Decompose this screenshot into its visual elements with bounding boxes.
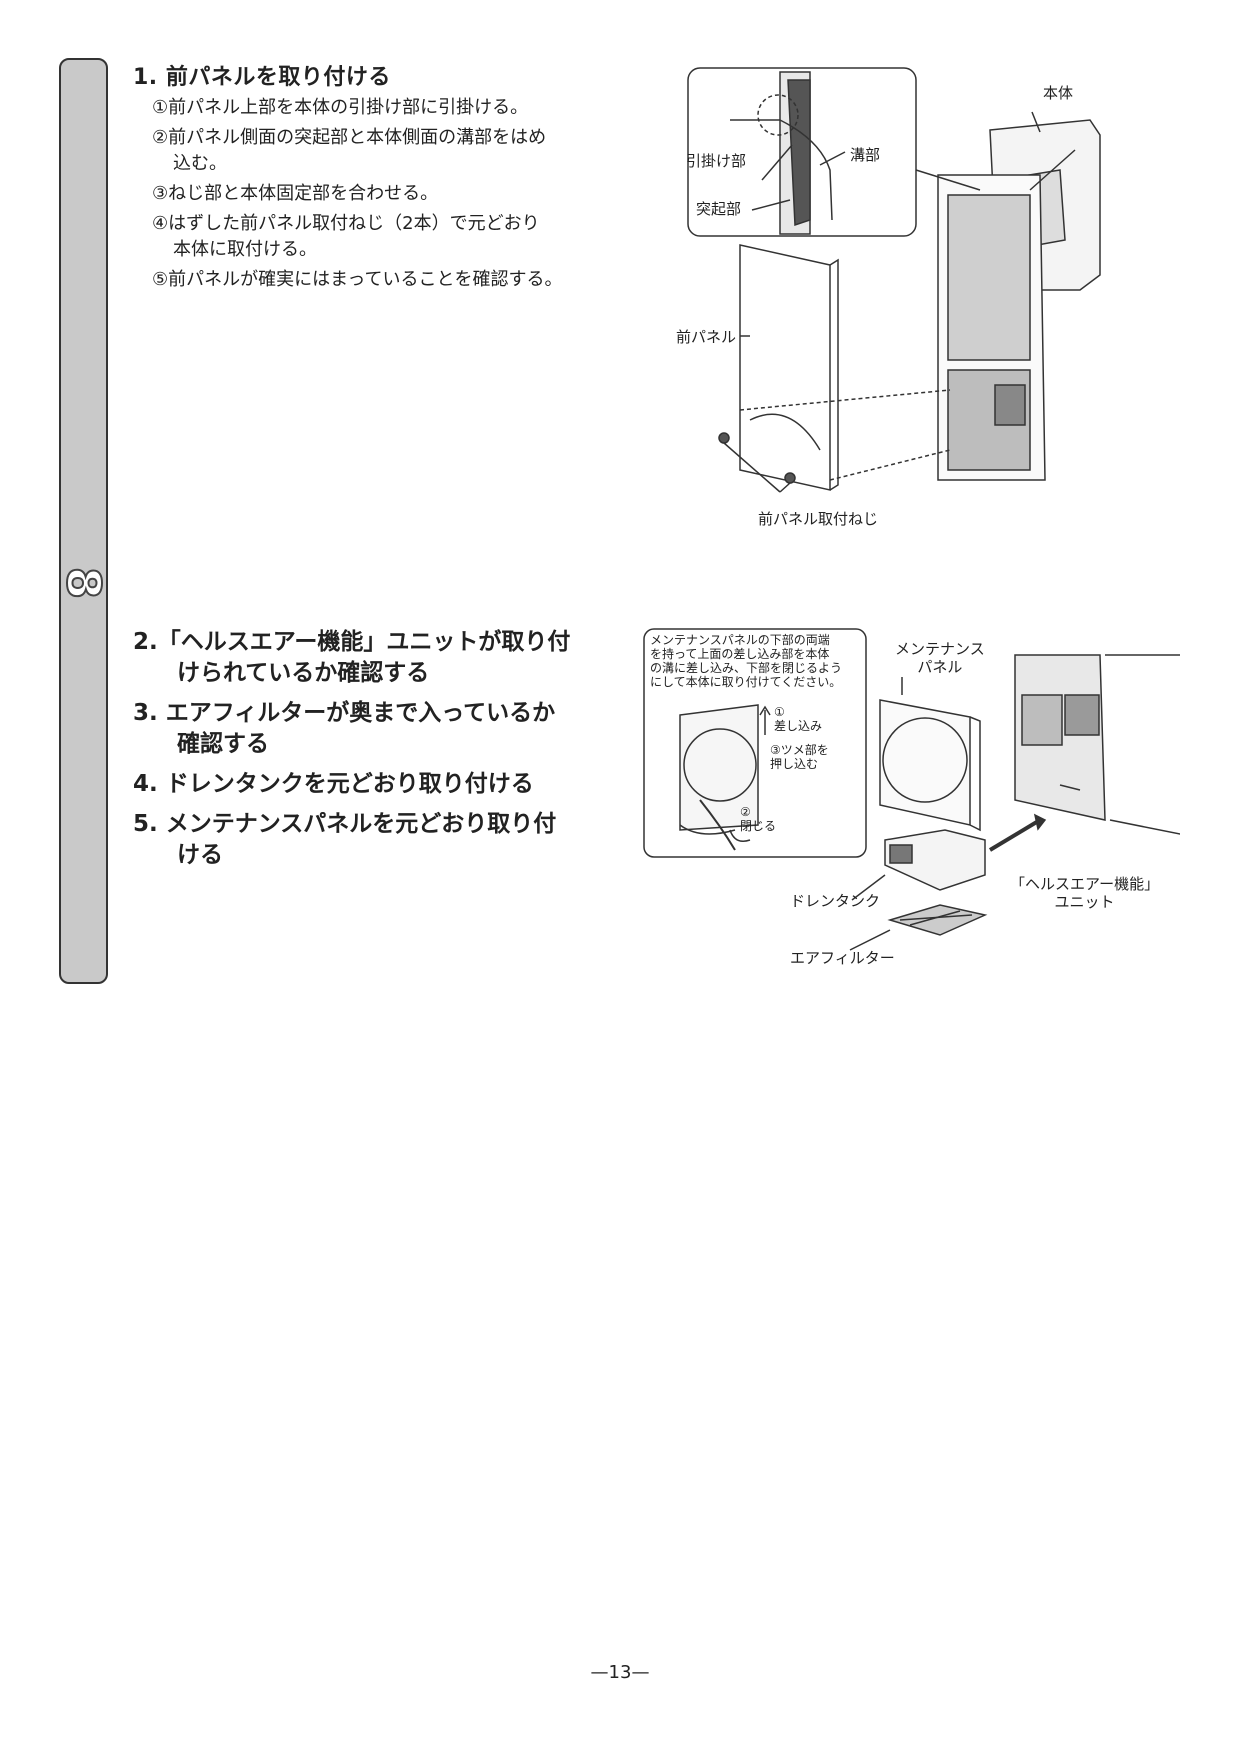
label-hikkake: 引掛け部 <box>686 152 747 170</box>
label-mae-panel: 前パネル <box>676 328 737 346</box>
page-number: —13— <box>590 1662 650 1683</box>
section1-title: 1. 前パネルを取り付ける <box>133 65 391 90</box>
chapter-number: 8 <box>56 566 112 600</box>
step-5: ⑤前パネルが確実にはまっていることを確認する。 <box>152 269 563 290</box>
step-2: ②前パネル側面の突起部と本体側面の溝部をはめ込む。 <box>152 127 547 174</box>
label-air-filter: エアフィルター <box>790 949 895 967</box>
label-health-unit: 「ヘルスエアー機能」 ユニット <box>1010 875 1160 911</box>
maintenance-drawing <box>643 628 1180 951</box>
label-mizo: 溝部 <box>850 146 881 164</box>
label-tokki: 突起部 <box>696 200 742 218</box>
chapter-tab: 8 <box>56 58 112 984</box>
step-1: ①前パネル上部を本体の引掛け部に引掛ける。 <box>152 97 529 118</box>
step1-label: ① 差し込み <box>774 705 823 733</box>
section1-steps: ①前パネル上部を本体の引掛け部に引掛ける。 ②前パネル側面の突起部と本体側面の溝… <box>152 95 622 297</box>
step3-label: ③ツメ部を 押し込む <box>770 743 829 771</box>
step-4: ④はずした前パネル取付ねじ（2本）で元どおり本体に取付ける。 <box>152 213 540 260</box>
label-neji: 前パネル取付ねじ <box>758 510 879 528</box>
install-note: メンテナンスパネルの下部の両端 を持って上面の差し込み部を本体 の溝に差し込み、… <box>650 633 843 689</box>
front-panel-drawing <box>687 67 1101 493</box>
check-item-5: 5. メンテナンスパネルを元どおり取り付ける <box>133 811 557 868</box>
step-3: ③ねじ部と本体固定部を合わせる。 <box>152 183 439 204</box>
check-item-2: 2.「ヘルスエアー機能」ユニットが取り付けられているか確認する <box>133 629 571 686</box>
check-item-3: 3. エアフィルターが奥まで入っているか確認する <box>133 700 556 757</box>
check-item-4: 4. ドレンタンクを元どおり取り付ける <box>133 771 534 797</box>
step2-label: ② 閉じる <box>740 805 777 833</box>
maintenance-panel-illustration: メンテナンスパネルの下部の両端 を持って上面の差し込み部を本体 の溝に差し込み、… <box>640 625 1180 985</box>
section2-list: 2.「ヘルスエアー機能」ユニットが取り付けられているか確認する 3. エアフィル… <box>133 627 623 880</box>
label-hontai: 本体 <box>1043 84 1074 102</box>
label-maint-panel: メンテナンス パネル <box>895 640 985 676</box>
label-drain-tank: ドレンタンク <box>790 892 881 910</box>
front-panel-illustration: 本体 引掛け部 溝部 突起部 前パネル 前パネル取付ねじ <box>676 60 1120 530</box>
